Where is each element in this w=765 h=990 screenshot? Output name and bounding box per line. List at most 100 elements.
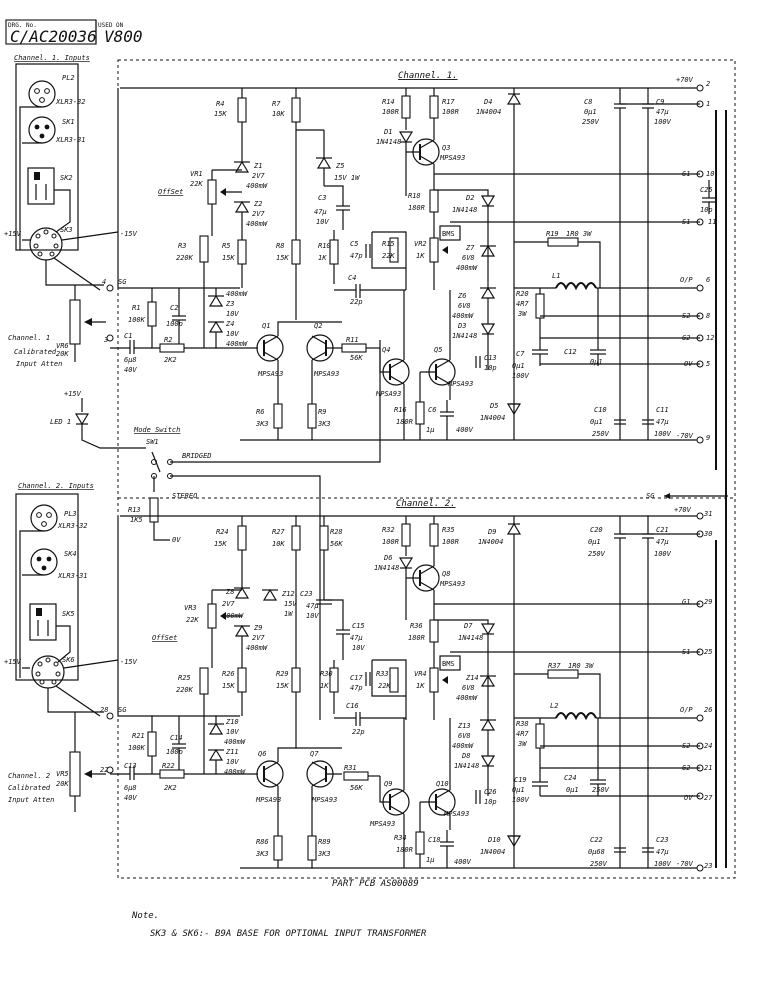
mode-switch-label: Mode Switch [133,426,180,434]
svg-text:400mW: 400mW [222,612,244,620]
svg-text:R2: R2 [164,336,172,344]
svg-text:R19: R19 [546,230,559,238]
bms1-box [439,225,461,241]
svg-text:R24: R24 [216,528,229,536]
svg-text:10K: 10K [272,540,285,548]
svg-text:22K: 22K [190,180,203,188]
svg-text:20K: 20K [56,350,69,358]
svg-text:47µ: 47µ [314,208,327,216]
svg-text:25: 25 [704,648,712,656]
svg-text:Q3: Q3 [442,144,450,152]
l1: L1 [514,272,700,291]
svg-text:O/P: O/P [680,276,693,284]
svg-text:D6: D6 [383,554,392,562]
sk2-connector: SK2 [27,167,73,205]
svg-text:R1: R1 [132,304,140,312]
svg-text:VR5: VR5 [56,770,69,778]
svg-text:Q10: Q10 [436,780,449,788]
svg-text:Z10: Z10 [225,718,239,726]
svg-text:6V8: 6V8 [462,684,475,692]
svg-text:220K: 220K [176,254,194,262]
svg-text:Q1: Q1 [262,322,270,330]
svg-text:1µ: 1µ [426,856,434,864]
svg-text:4R7: 4R7 [516,730,529,738]
svg-text:2V7: 2V7 [252,172,265,180]
svg-text:R8: R8 [276,242,284,250]
svg-text:100R: 100R [382,108,399,116]
svg-text:1N4004: 1N4004 [476,108,501,116]
svg-text:R36: R36 [410,622,423,630]
ch1-inputs-label: Channel. 1. Inputs [14,54,90,62]
d3: D3 1N4148 [452,298,496,370]
svg-text:MPSA93: MPSA93 [369,820,395,828]
svg-text:D5: D5 [489,402,498,410]
svg-text:0µ1: 0µ1 [588,538,601,546]
svg-text:15V: 15V [284,600,297,608]
svg-text:400mW: 400mW [224,738,246,746]
svg-text:C25: C25 [700,186,713,194]
r8: R8 15K [276,239,301,320]
svg-text:-70V: -70V [676,860,694,868]
svg-text:10p: 10p [484,364,497,372]
svg-text:1N4148: 1N4148 [452,332,477,340]
svg-text:R21: R21 [132,732,145,740]
pl3-connector: PL3 XLR3-32 [30,504,88,532]
svg-text:1N4148: 1N4148 [458,634,483,642]
svg-text:10p: 10p [484,798,497,806]
svg-text:Channel. 1: Channel. 1 [8,334,50,342]
svg-text:MPSA93: MPSA93 [439,154,465,162]
svg-text:0µ1: 0µ1 [512,786,525,794]
bms2-label: BMS [442,660,455,668]
svg-text:56K: 56K [350,354,363,362]
pl2-connector: PL2 XLR3-32 [28,74,86,108]
svg-text:1K: 1K [320,682,329,690]
ch2-output-pins: +70V -70V 31 30 29 25 26 24 21 27 23 G1 … [434,500,727,872]
svg-text:0µ1: 0µ1 [590,418,603,426]
svg-text:10V: 10V [226,310,239,318]
svg-text:10V: 10V [316,218,329,226]
svg-text:MPSA93: MPSA93 [311,796,337,804]
svg-text:180R: 180R [408,204,425,212]
svg-text:100R: 100R [442,108,459,116]
svg-text:R31: R31 [344,764,357,772]
svg-text:180R: 180R [396,418,413,426]
svg-text:100V: 100V [654,118,672,126]
svg-text:1K: 1K [318,254,327,262]
svg-text:3: 3 [103,336,108,344]
svg-text:47µ: 47µ [306,602,319,610]
svg-text:180R: 180R [408,634,425,642]
svg-text:6V8: 6V8 [458,732,471,740]
svg-text:15K: 15K [276,254,289,262]
drg-label: DRG. No. [8,22,37,29]
svg-text:D2: D2 [465,194,474,202]
svg-text:D3: D3 [457,322,466,330]
bms1-label: BMS [442,230,455,238]
sg-label: SG [646,492,655,500]
svg-text:D7: D7 [463,622,473,630]
svg-text:C1: C1 [124,332,132,340]
svg-text:3K3: 3K3 [317,850,331,858]
svg-text:100R: 100R [442,538,459,546]
svg-text:MPSA93: MPSA93 [439,580,465,588]
